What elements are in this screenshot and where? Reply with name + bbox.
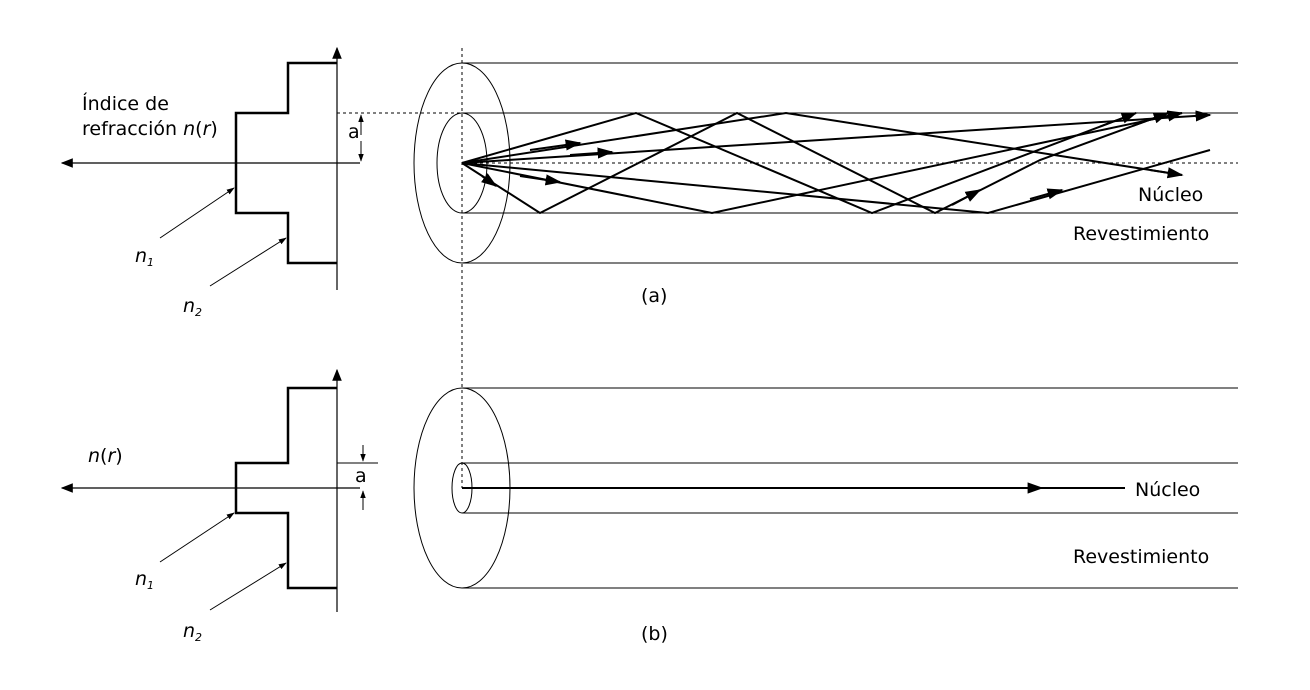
ray-a-arrow-mid-4 [481, 173, 498, 187]
profile-a-radius-label: a [348, 121, 360, 143]
fiber-a: Núcleo Revestimiento (a) [413, 62, 1238, 307]
profile-a-axis-label-line2: refracción n(r) [82, 118, 218, 140]
profile-a: a Índice de refracción n(r) n1 n2 [60, 46, 462, 319]
ray-a-arrow-mid-2 [569, 147, 614, 159]
fiber-a-rays [461, 110, 1212, 215]
profile-b-radius-label: a [355, 465, 367, 487]
ray-a-6 [461, 110, 1212, 164]
profile-b-axis-label: n(r) [88, 445, 123, 467]
ray-a-4-arrow [1149, 167, 1184, 179]
ray-a-arrow-mid-5 [1029, 188, 1064, 200]
profile-b-n2-pointer [209, 562, 287, 611]
fiber-b-cladding-label: Revestimiento [1073, 546, 1209, 568]
ray-a-arrow-mid-3 [519, 174, 562, 186]
profile-a-n2-pointer [209, 237, 287, 287]
ray-a-1-arrow [1099, 112, 1138, 128]
fiber-a-caption: (a) [641, 285, 667, 307]
fiber-a-core-label: Núcleo [1138, 184, 1203, 206]
ray-a-1 [461, 111, 1137, 215]
profile-a-n1-label: n1 [135, 245, 154, 269]
profile-a-axis-label-line1: Índice de [82, 92, 169, 115]
ray-a-5 [461, 149, 1211, 215]
profile-b: a n(r) n1 n2 [60, 368, 378, 644]
profile-b-n1-pointer [159, 512, 235, 563]
profile-a-step-curve [234, 61, 337, 265]
ray-a-2 [461, 111, 1169, 215]
fiber-b-caption: (b) [641, 623, 668, 645]
profile-b-n1-label: n1 [135, 568, 154, 592]
ray-a-arrow-mid-6 [951, 189, 982, 206]
fiber-b-core-label: Núcleo [1135, 479, 1200, 501]
profile-a-n1-pointer [159, 187, 235, 239]
profile-b-n2-label: n2 [183, 620, 202, 644]
ray-a-arrow-mid-1 [529, 139, 582, 151]
fiber-a-cladding-label: Revestimiento [1073, 223, 1209, 245]
profile-b-step-curve [234, 386, 337, 590]
profile-a-n2-label: n2 [183, 295, 202, 319]
fiber-b: Núcleo Revestimiento (b) [413, 387, 1238, 645]
